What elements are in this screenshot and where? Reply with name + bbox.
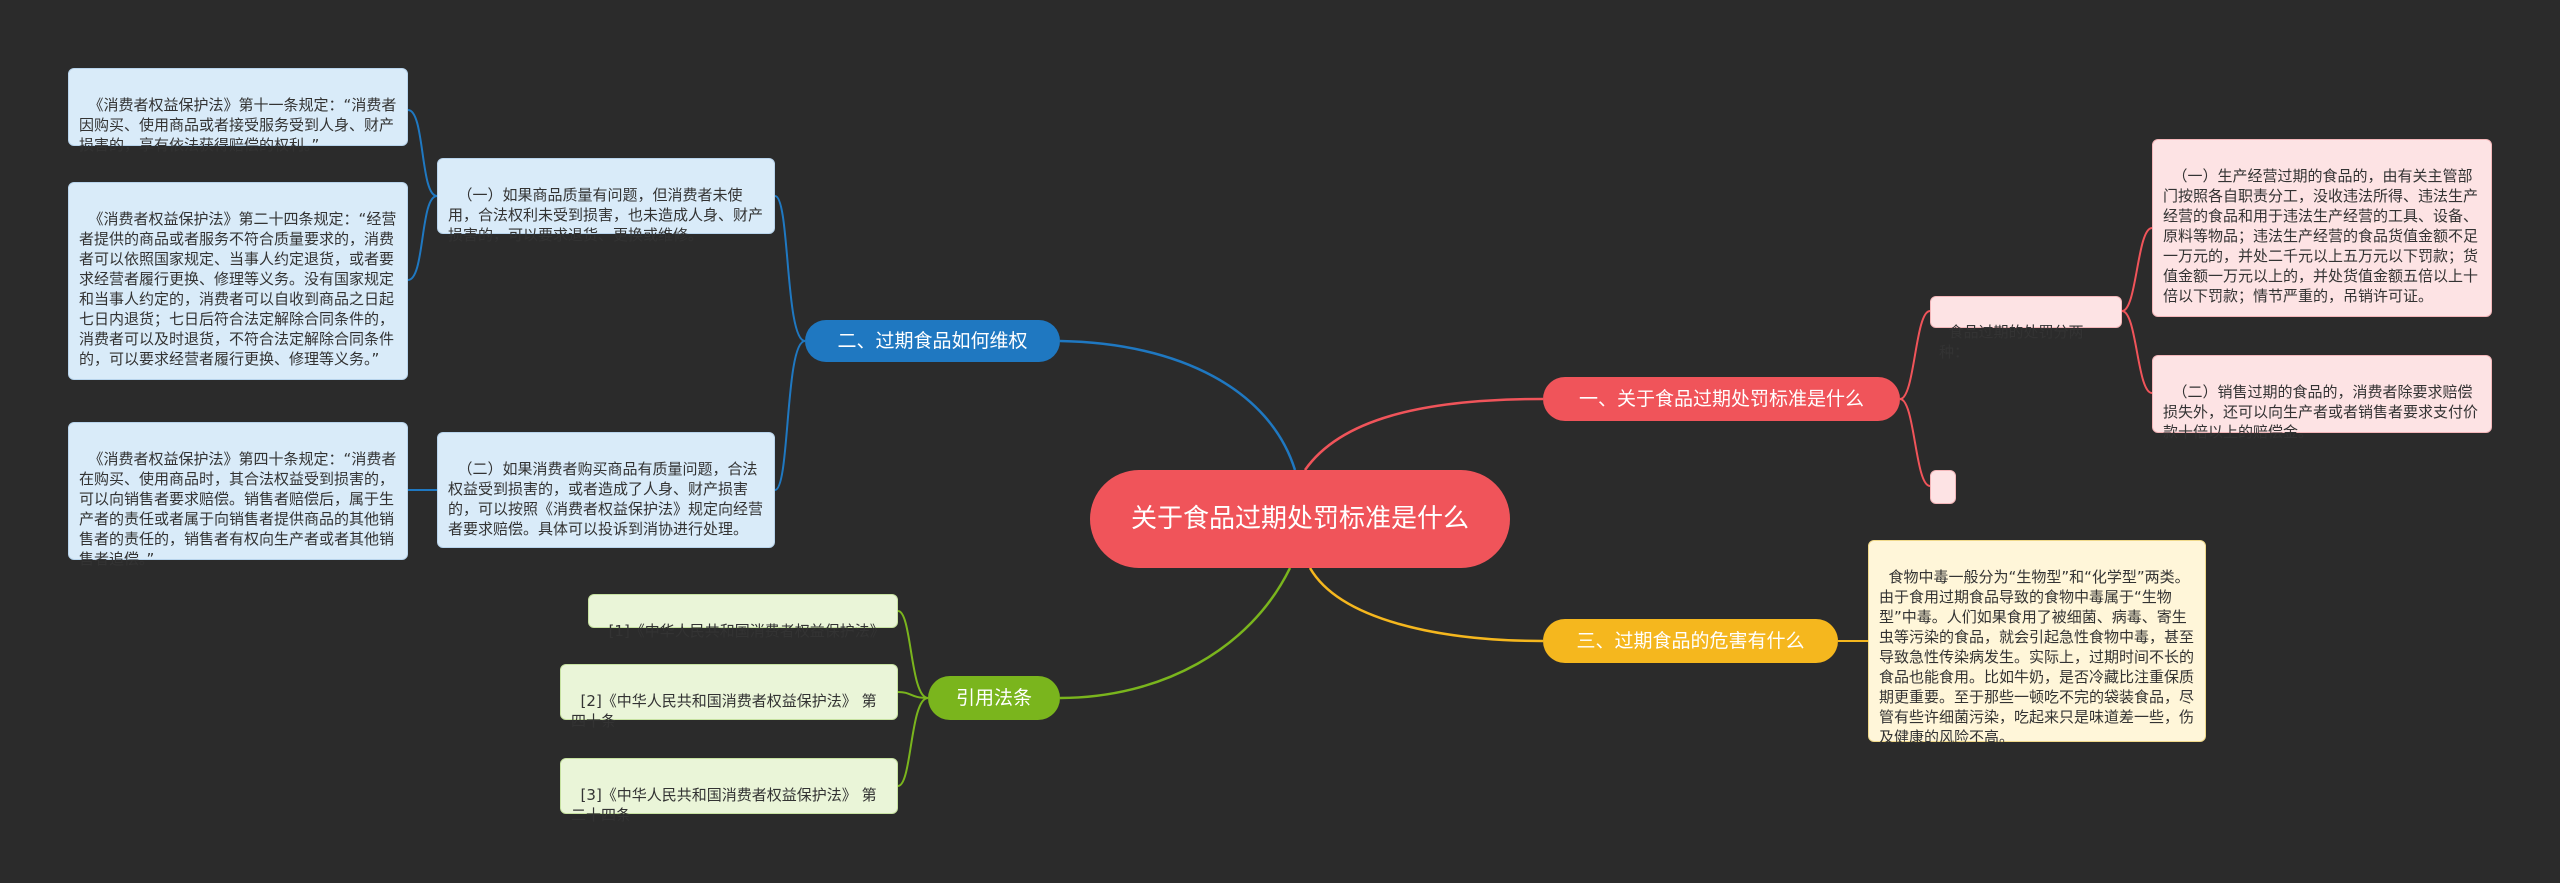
law-article-40-text: 《消费者权益保护法》第四十条规定：“消费者在购买、使用商品时，其合法权益受到损害… <box>79 450 397 568</box>
branch-penalty-standard[interactable]: 一、关于食品过期处罚标准是什么 <box>1543 377 1900 421</box>
law-article-40-node[interactable]: 《消费者权益保护法》第四十条规定：“消费者在购买、使用商品时，其合法权益受到损害… <box>68 422 408 568</box>
branch-label: 二、过期食品如何维权 <box>837 330 1028 352</box>
penalty-item-1-text: （一）生产经营过期的食品的，由有关主管部门按照各自职责分工，没收违法所得、违法生… <box>2163 167 2479 305</box>
link-b1-empty <box>1899 398 1931 487</box>
empty-node[interactable] <box>1930 470 1956 504</box>
link-b1-sub1 <box>1899 310 1931 400</box>
branch-label: 三、过期食品的危害有什么 <box>1576 630 1805 652</box>
law-article-11-node[interactable]: 《消费者权益保护法》第十一条规定：“消费者因购买、使用商品或者接受服务受到人身、… <box>68 68 408 154</box>
citation-2-text: [2]《中华人民共和国消费者权益保护法》 第四十条 <box>571 692 877 730</box>
link-b2-sub2 <box>774 340 806 491</box>
penalty-item-2-text: （二）销售过期的食品的，消费者除要求赔偿损失外，还可以向生产者或者销售者要求支付… <box>2163 383 2479 441</box>
branch-how-to-protect-rights[interactable]: 二、过期食品如何维权 <box>805 320 1060 362</box>
branch-hazards[interactable]: 三、过期食品的危害有什么 <box>1543 619 1838 663</box>
penalty-item-1-node[interactable]: （一）生产经营过期的食品的，由有关主管部门按照各自职责分工，没收违法所得、违法生… <box>2152 139 2492 317</box>
penalty-item-2-node[interactable]: （二）销售过期的食品的，消费者除要求赔偿损失外，还可以向生产者或者销售者要求支付… <box>2152 355 2492 441</box>
hazards-text: 食物中毒一般分为“生物型”和“化学型”两类。由于食用过期食品导致的食物中毒属于“… <box>1879 568 2195 746</box>
central-title: 关于食品过期处罚标准是什么 <box>1130 504 1469 534</box>
citation-3-node[interactable]: [3]《中华人民共和国消费者权益保护法》 第二十四条 <box>560 758 898 824</box>
law-article-11-text: 《消费者权益保护法》第十一条规定：“消费者因购买、使用商品或者接受服务受到人身、… <box>79 96 397 154</box>
citation-1-text: [1]《中华人民共和国消费者权益保护法》 <box>608 622 885 640</box>
hazards-text-node[interactable]: 食物中毒一般分为“生物型”和“化学型”两类。由于食用过期食品导致的食物中毒属于“… <box>1868 540 2206 746</box>
link-b2-sub1 <box>774 195 806 342</box>
link-sub1-law11 <box>407 109 438 197</box>
link-central-b2 <box>1059 339 1297 471</box>
b2-sub2-text: （二）如果消费者购买商品有质量问题，合法权益受到损害的，或者造成了人身、财产损害… <box>448 460 764 538</box>
link-central-b3 <box>1308 567 1544 643</box>
b2-sub2-node[interactable]: （二）如果消费者购买商品有质量问题，合法权益受到损害的，或者造成了人身、财产损害… <box>437 432 775 548</box>
link-central-b1 <box>1303 397 1544 471</box>
branch-label: 引用法条 <box>955 687 1032 709</box>
link-sub1-item1 <box>2121 227 2153 312</box>
link-b4-ref3 <box>897 697 929 787</box>
branch-label: 一、关于食品过期处罚标准是什么 <box>1578 388 1864 410</box>
link-b4-ref1 <box>897 610 929 699</box>
link-b4-ref2 <box>897 691 929 699</box>
branch-citations[interactable]: 引用法条 <box>928 676 1060 720</box>
link-sub1-item2 <box>2121 310 2153 394</box>
penalty-types-text: 食品过期的处罚分两种： <box>1939 323 2084 361</box>
b2-sub1-text: （一）如果商品质量有问题，但消费者未使用，合法权利未受到损害，也未造成人身、财产… <box>448 186 764 244</box>
citation-3-text: [3]《中华人民共和国消费者权益保护法》 第二十四条 <box>571 786 877 824</box>
link-sub1-law24 <box>407 195 438 281</box>
law-article-24-node[interactable]: 《消费者权益保护法》第二十四条规定：“经营者提供的商品或者服务不符合质量要求的，… <box>68 182 408 380</box>
citation-1-node[interactable]: [1]《中华人民共和国消费者权益保护法》 <box>588 594 898 640</box>
link-central-b4 <box>1059 567 1292 700</box>
penalty-types-node[interactable]: 食品过期的处罚分两种： <box>1930 296 2122 361</box>
law-article-24-text: 《消费者权益保护法》第二十四条规定：“经营者提供的商品或者服务不符合质量要求的，… <box>79 210 397 368</box>
central-topic[interactable]: 关于食品过期处罚标准是什么 <box>1090 470 1510 568</box>
b2-sub1-node[interactable]: （一）如果商品质量有问题，但消费者未使用，合法权利未受到损害，也未造成人身、财产… <box>437 158 775 244</box>
citation-2-node[interactable]: [2]《中华人民共和国消费者权益保护法》 第四十条 <box>560 664 898 730</box>
